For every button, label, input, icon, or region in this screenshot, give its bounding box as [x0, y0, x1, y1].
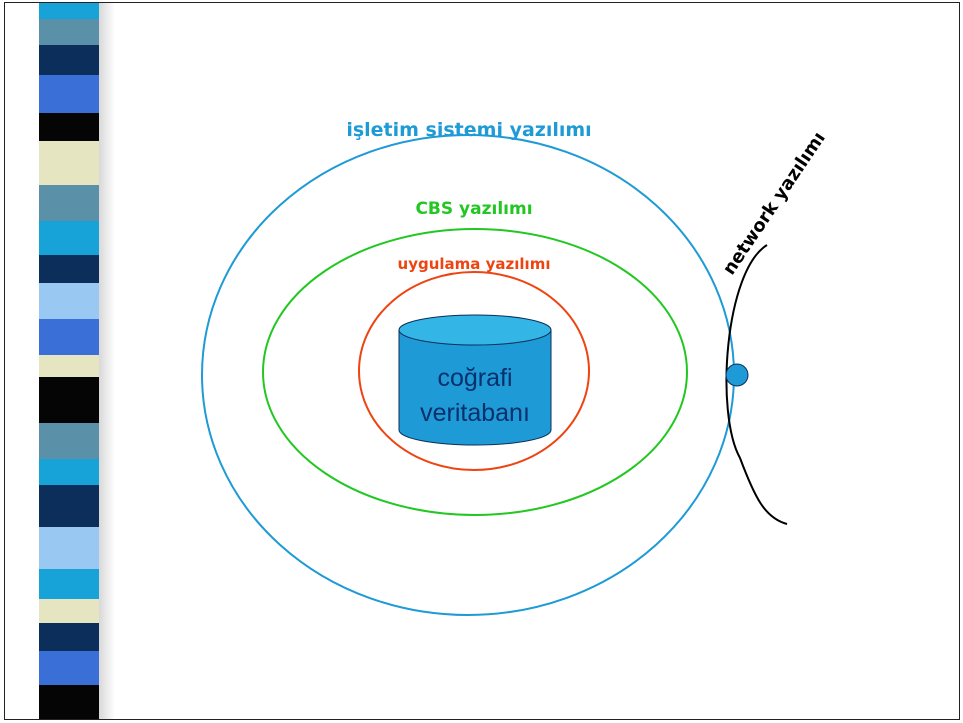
db-label-line2: veritabanı [420, 399, 530, 427]
decorative-side-strip [39, 3, 99, 719]
os-label: işletim sistemi yazılımı [346, 119, 591, 141]
strip-shadow [99, 3, 115, 719]
app-label: uygulama yazılımı [398, 255, 551, 273]
network-curve [725, 244, 788, 525]
gis-label: CBS yazılımı [415, 199, 532, 219]
network-label: network yazılımı [719, 128, 830, 279]
network-node [725, 363, 749, 387]
app-layer-ellipse [358, 271, 590, 471]
gis-layer-ellipse [262, 228, 688, 516]
slide: coğrafi veritabanı işletim sistemi yazıl… [4, 2, 960, 720]
database-cylinder [398, 314, 552, 446]
db-label-line1: coğrafi [437, 364, 512, 392]
software-layers-diagram: coğrafi veritabanı işletim sistemi yazıl… [201, 119, 830, 616]
